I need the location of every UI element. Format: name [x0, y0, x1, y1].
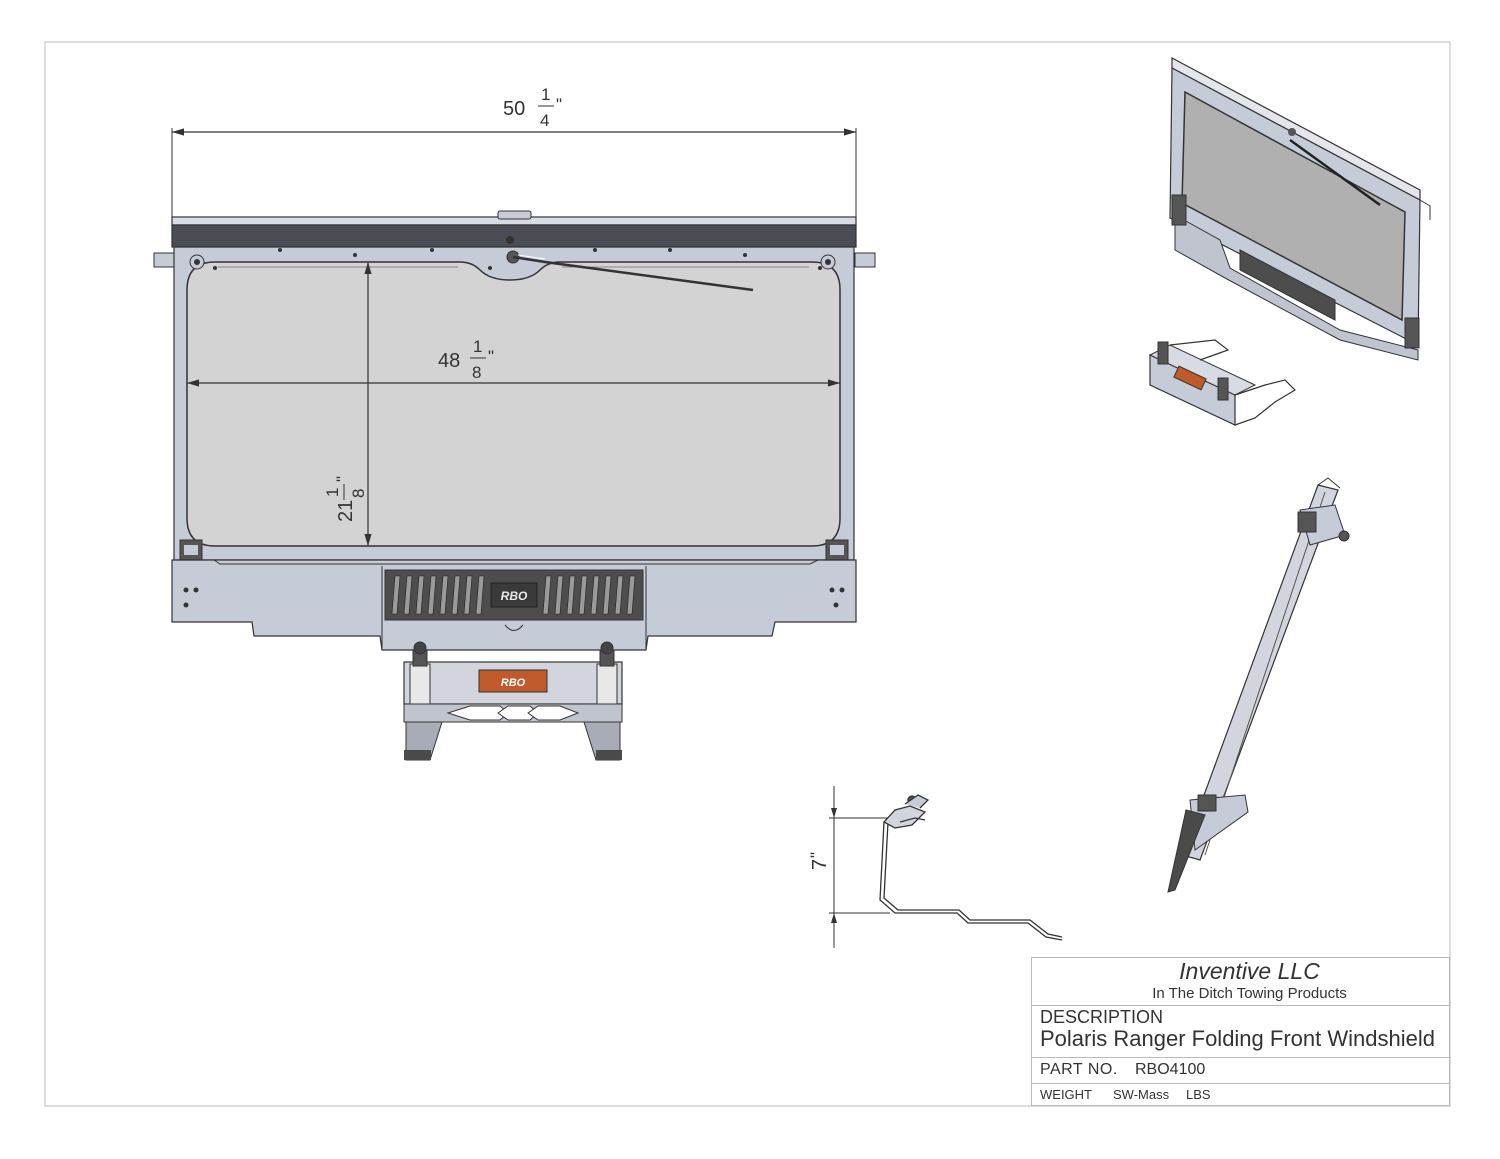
dim-bracket-unit: ": [807, 852, 826, 858]
logo-text: RBO: [501, 589, 528, 603]
dim-bracket-value: 7: [809, 859, 831, 870]
side-arm-isometric-view: [1167, 477, 1350, 893]
iso-glass: [1181, 90, 1406, 322]
vent-slot: [566, 575, 576, 615]
vent-slot: [391, 575, 401, 615]
description-label: DESCRIPTION: [1040, 1007, 1164, 1027]
wiper-arm: [512, 255, 754, 292]
title-block-grid: [1031, 957, 1450, 1106]
vent-slot: [626, 575, 636, 615]
dim-glass-height-unit: ": [333, 476, 352, 482]
dim-glass-width-whole: 48: [438, 350, 460, 372]
right-latch: [596, 641, 618, 705]
part-no-label: PART NO.: [1040, 1061, 1118, 1078]
windshield-isometric-view: [1169, 57, 1431, 361]
dim-bracket-height: 7 ": [807, 786, 890, 948]
weight-value: SW-Mass: [1113, 1087, 1170, 1102]
dim-glass-width-den: 8: [472, 363, 481, 382]
vent-slot: [451, 575, 461, 615]
weight-label: WEIGHT: [1040, 1087, 1092, 1102]
vent-slot: [415, 575, 425, 615]
company-name: Inventive LLC: [1179, 958, 1320, 984]
vent-slot: [427, 575, 437, 615]
bracket-side-profile: [879, 794, 1063, 941]
company-subtitle: In The Ditch Towing Products: [1152, 985, 1347, 1002]
vent-slot: [439, 575, 449, 615]
windshield-front-view: RBO: [153, 210, 876, 651]
dim-glass-width: 48 1 8 ": [187, 337, 840, 387]
dim-glass-height-num: 1: [323, 488, 342, 497]
vent-slot: [554, 575, 564, 615]
vent-slot: [578, 575, 588, 615]
dim-overall-den: 4: [540, 111, 549, 130]
dim-overall-width: 50 1 4 ": [171, 85, 857, 220]
glass-panel: [186, 261, 841, 547]
dim-glass-width-unit: ": [488, 347, 494, 366]
vent-slot: [602, 575, 612, 615]
vent-slot: [614, 575, 624, 615]
vent-slot: [403, 575, 413, 615]
dim-glass-width-num: 1: [473, 337, 482, 356]
dim-glass-height: 21 1 8 ": [323, 262, 372, 546]
logo-badge: [490, 582, 538, 608]
iso-vent: [1239, 249, 1336, 321]
part-no-value: RBO4100: [1135, 1061, 1206, 1078]
bracket-logo-text: RBO: [501, 677, 526, 689]
sheet-border: [44, 41, 1451, 1107]
vent-slot: [542, 575, 552, 615]
dim-overall-unit: ": [556, 95, 562, 114]
vent-slot: [475, 575, 485, 615]
vent-slot: [463, 575, 473, 615]
mount-bracket-front-view: RBO: [403, 641, 623, 761]
left-latch: [409, 641, 431, 705]
description-value: Polaris Ranger Folding Front Windshield: [1040, 1026, 1435, 1051]
vent-slot: [590, 575, 600, 615]
weight-unit: LBS: [1186, 1087, 1211, 1102]
bracket-isometric-view: [1148, 339, 1296, 426]
title-block: Inventive LLC In The Ditch Towing Produc…: [1031, 957, 1450, 1106]
dim-glass-height-den: 8: [349, 489, 368, 498]
vent-slots: [391, 575, 636, 615]
dim-overall-whole: 50: [503, 98, 525, 120]
dim-glass-height-whole: 21: [335, 500, 357, 522]
dim-overall-num: 1: [541, 85, 550, 104]
